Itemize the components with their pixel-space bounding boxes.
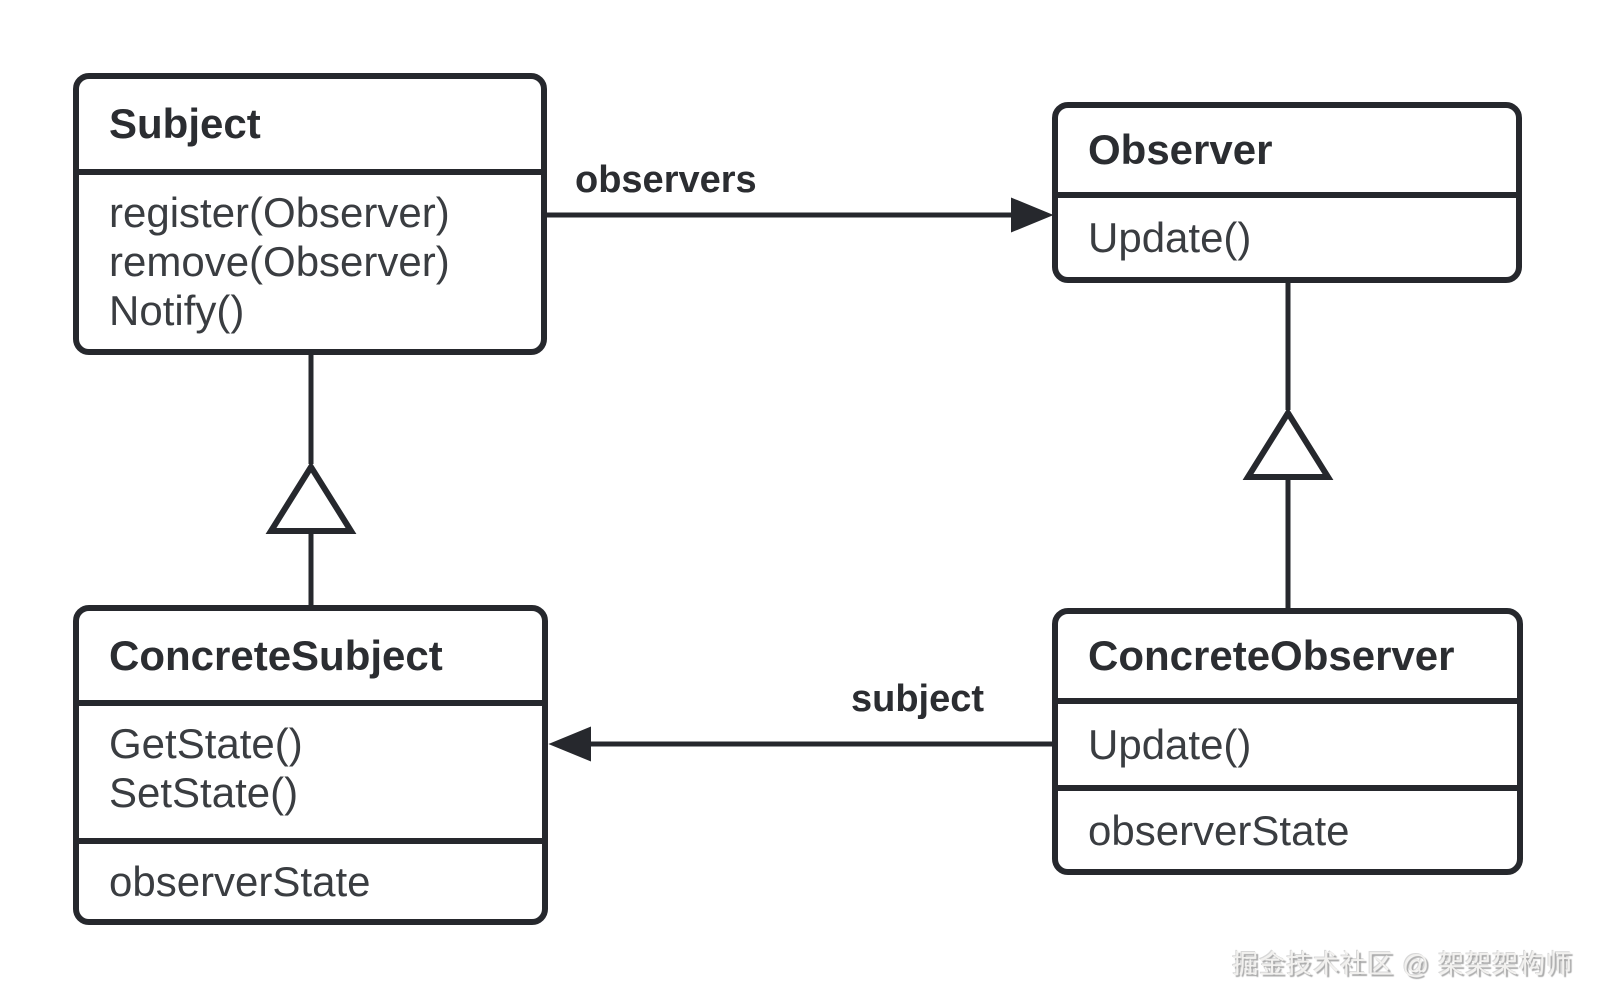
class-box-concrete-subject: ConcreteSubject GetState() SetState() ob… [73,605,548,925]
observers-arrowhead-icon [1011,197,1054,233]
class-title-observer: Observer [1088,126,1273,173]
method-update: Update() [1088,214,1252,261]
method-remove: remove(Observer) [109,238,450,285]
edge-label-observers: observers [575,159,757,201]
class-box-observer: Observer Update() [1052,102,1522,283]
hollow-triangle-icon [1242,407,1334,480]
class-title-concrete-subject: ConcreteSubject [109,631,443,679]
class-attributes-concrete-observer: observerState [1058,785,1517,869]
edge-label-subject: subject [851,678,985,720]
method-getstate: GetState() [109,720,303,767]
class-attributes-concrete-subject: observerState [79,838,542,919]
method-notify: Notify() [109,287,245,334]
hollow-triangle-icon [265,461,357,534]
class-box-concrete-observer: ConcreteObserver Update() observerState [1052,608,1523,875]
attribute-observerstate: observerState [1088,806,1350,854]
class-title-subject: Subject [109,100,261,147]
method-register: register(Observer) [109,189,450,236]
association-subject [548,726,1052,762]
method-update: Update() [1088,721,1252,768]
class-methods-concrete-subject: GetState() SetState() [79,700,542,838]
class-title-concrete-observer: ConcreteObserver [1088,632,1455,679]
subject-arrowhead-icon [548,726,591,762]
class-methods-subject: register(Observer) remove(Observer) Noti… [79,169,541,349]
class-box-subject: Subject register(Observer) remove(Observ… [73,73,547,355]
generalization-concreteobserver-observer [1242,280,1334,611]
attribute-observerstate: observerState [109,858,371,905]
generalization-concretesubject-subject [265,352,357,608]
class-methods-concrete-observer: Update() [1058,698,1517,785]
association-observers [547,197,1054,233]
method-setstate: SetState() [109,769,299,816]
class-methods-observer: Update() [1058,192,1516,277]
watermark-text: 掘金技术社区 @ 架架架构师 [1232,949,1573,979]
